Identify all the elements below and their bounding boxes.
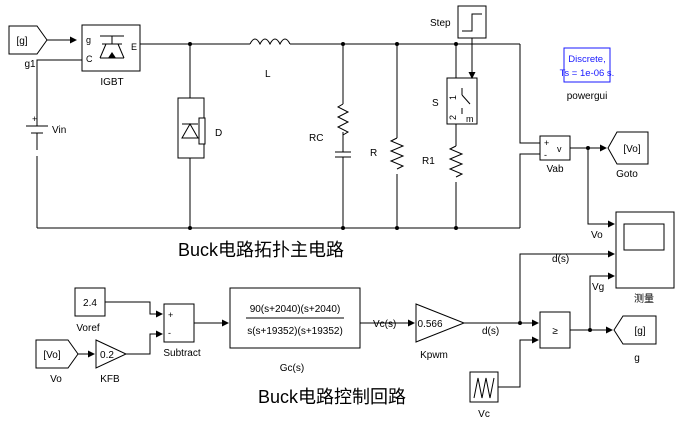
vab-label: Vab [546,164,563,175]
svg-text:0.2: 0.2 [100,350,114,361]
vo-signal-label: Vo [591,230,603,241]
from-vo-label: Vo [50,374,62,385]
svg-text:m: m [466,114,474,124]
svg-text:+: + [32,114,37,124]
svg-text:[Vo]: [Vo] [623,144,640,155]
vc-signal-label: Vc(s) [373,319,396,330]
svg-text:g: g [86,35,91,45]
svg-text:1: 1 [448,95,458,100]
goto-vo-block[interactable]: [Vo] [607,131,649,165]
svg-text:E: E [131,42,137,52]
igbt-block[interactable]: g C E [81,24,141,72]
step-label: Step [430,18,451,29]
svg-text:[g]: [g] [16,36,27,47]
kpwm-label: Kpwm [420,350,448,361]
diode-block[interactable] [177,97,206,159]
powergui-block[interactable]: Discrete, Ts = 1e-06 s. [560,47,615,83]
goto-g-block[interactable]: [g] [613,315,657,345]
from-block-g-label: g1 [24,59,36,70]
svg-text:2.4: 2.4 [83,298,97,309]
rc-label: RC [309,133,323,144]
inductor-block[interactable] [249,38,291,46]
from-block-g[interactable]: [g] [8,25,48,55]
ds-top-label: d(s) [552,254,569,265]
svg-text:2: 2 [448,115,458,120]
svg-text:Discrete,: Discrete, [568,54,605,65]
svg-text:0.566: 0.566 [417,319,442,330]
vin-label: Vin [52,125,66,136]
kfb-label: KFB [100,374,120,385]
diode-label: D [215,128,222,139]
igbt-symbol-icon [99,35,125,59]
junctions-main [188,42,590,230]
svg-text:Ts = 1e-06 s.: Ts = 1e-06 s. [560,68,615,79]
goto-vo-label: Goto [616,169,638,180]
inductor-label: L [265,69,271,80]
kfb-gain[interactable]: 0.2 [95,339,128,369]
switch-label: S [432,98,439,109]
goto-g-label: g [634,353,640,364]
step-block[interactable] [457,5,487,39]
scope-block[interactable] [615,211,675,289]
vc-source-label: Vc [478,409,490,420]
svg-text:[Vo]: [Vo] [43,350,60,361]
vab-measurement-block[interactable]: + - v [539,135,571,161]
subtract-block[interactable]: + - [163,303,195,343]
ds-signal-label: d(s) [482,326,499,337]
vg-signal-label: Vg [592,282,604,293]
voref-constant[interactable]: 2.4 [74,287,106,317]
svg-text:90(s+2040)(s+2040): 90(s+2040)(s+2040) [250,304,341,315]
kpwm-gain[interactable]: 0.566 [415,303,466,343]
svg-text:+: + [168,310,173,320]
svg-text:[g]: [g] [634,326,645,337]
resistor-r1[interactable] [448,145,464,178]
igbt-label: IGBT [100,77,123,88]
svg-text:C: C [86,54,93,64]
svg-text:s(s+19352)(s+19352): s(s+19352)(s+19352) [247,326,343,337]
main-circuit-title: Buck电路拓扑主电路 [178,240,344,260]
svg-text:-: - [544,150,547,160]
subtract-label: Subtract [163,348,200,359]
switch-block[interactable]: 1 2 m [446,77,478,125]
from-vo-block[interactable]: [Vo] [35,339,79,369]
gc-label: Gc(s) [280,363,304,374]
power-wires [36,38,615,229]
control-wires [78,250,615,388]
vc-source-block[interactable] [469,371,499,403]
scope-label: 测量 [634,292,654,305]
powergui-label: powergui [567,91,608,102]
control-loop-title: Buck电路控制回路 [258,387,406,407]
compare-block[interactable]: ≥ [539,311,571,349]
resistor-r-label: R [370,148,377,159]
svg-text:+: + [544,138,549,148]
svg-text:≥: ≥ [552,326,558,337]
voref-label: Voref [76,323,100,334]
resistor-r1-label: R1 [422,156,435,167]
resistor-r[interactable] [389,137,405,170]
svg-text:-: - [168,328,171,338]
svg-text:v: v [557,144,562,154]
transfer-function-gc[interactable]: 90(s+2040)(s+2040) s(s+19352)(s+19352) [229,287,361,349]
